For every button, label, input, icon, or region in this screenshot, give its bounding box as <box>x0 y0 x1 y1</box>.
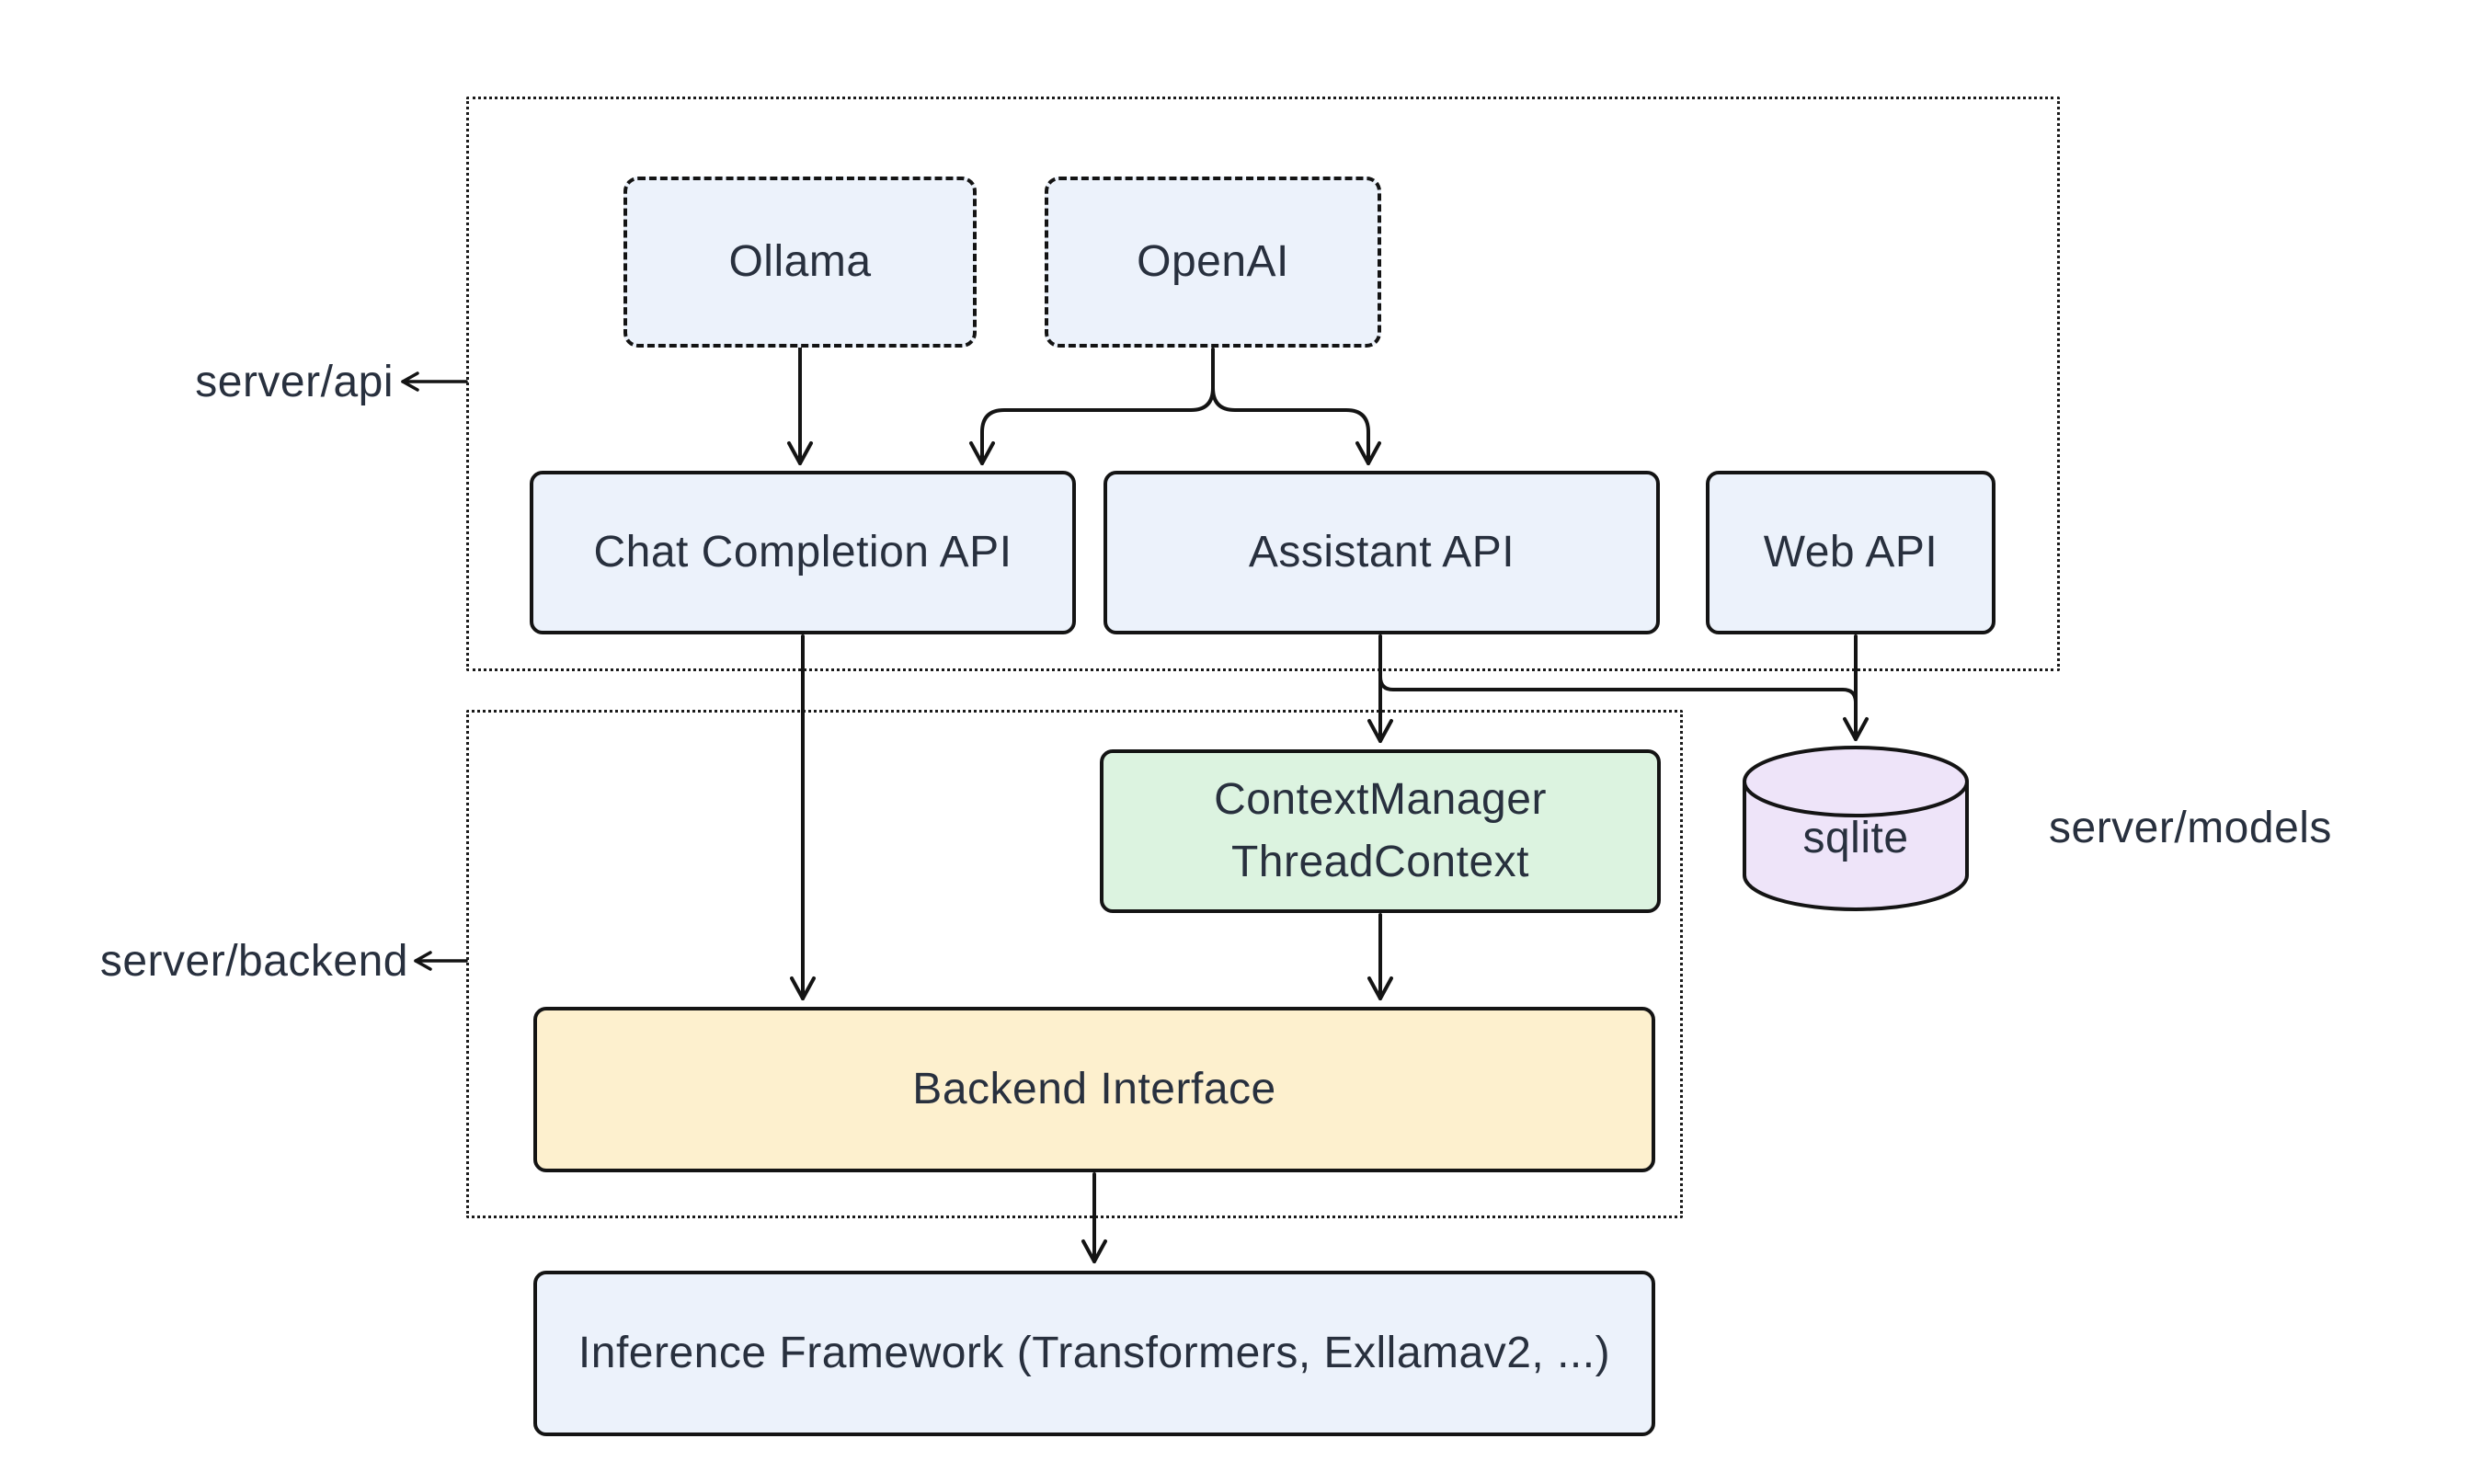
node-chat-completion-api-label: Chat Completion API <box>593 527 1012 576</box>
node-openai: OpenAI <box>1045 177 1381 348</box>
node-assistant-api: Assistant API <box>1103 471 1660 634</box>
sqlite-text: sqlite <box>1802 813 1909 862</box>
node-openai-label: OpenAI <box>1137 236 1289 286</box>
node-inference-framework-label: Inference Framework (Transformers, Exlla… <box>577 1328 1611 1377</box>
label-server-api: server/api <box>0 353 394 410</box>
node-sqlite-label: sqlite <box>1744 809 1967 866</box>
node-inference-framework: Inference Framework (Transformers, Exlla… <box>533 1271 1655 1436</box>
edge-assistant-to-sqlite <box>1378 634 1858 708</box>
group-server-backend <box>466 710 1683 1218</box>
node-context-manager-line2: ThreadContext <box>1230 838 1529 886</box>
edge-openai-to-chat <box>969 348 1215 465</box>
node-chat-completion-api: Chat Completion API <box>530 471 1076 634</box>
label-server-models-text: server/models <box>2049 803 2332 852</box>
node-context-manager: ContextManager ThreadContext <box>1100 749 1661 913</box>
node-ollama: Ollama <box>623 177 977 348</box>
node-ollama-label: Ollama <box>728 236 872 286</box>
node-web-api-label: Web API <box>1763 527 1938 576</box>
label-server-api-text: server/api <box>195 357 394 406</box>
node-context-manager-line1: ContextManager <box>1214 774 1547 824</box>
sqlite-cylinder-top <box>1743 746 1969 817</box>
sqlite-cylinder <box>1743 746 1969 911</box>
node-assistant-api-label: Assistant API <box>1248 527 1515 576</box>
node-backend-interface: Backend Interface <box>533 1007 1655 1172</box>
edge-openai-to-assistant <box>1211 348 1381 465</box>
node-web-api: Web API <box>1706 471 1995 634</box>
sqlite-cylinder-body <box>1743 780 1969 911</box>
label-server-models: server/models <box>2049 799 2435 856</box>
label-server-backend: server/backend <box>0 932 408 989</box>
label-server-backend-text: server/backend <box>99 936 408 986</box>
node-backend-interface-label: Backend Interface <box>912 1064 1276 1113</box>
group-server-api <box>466 97 2060 671</box>
